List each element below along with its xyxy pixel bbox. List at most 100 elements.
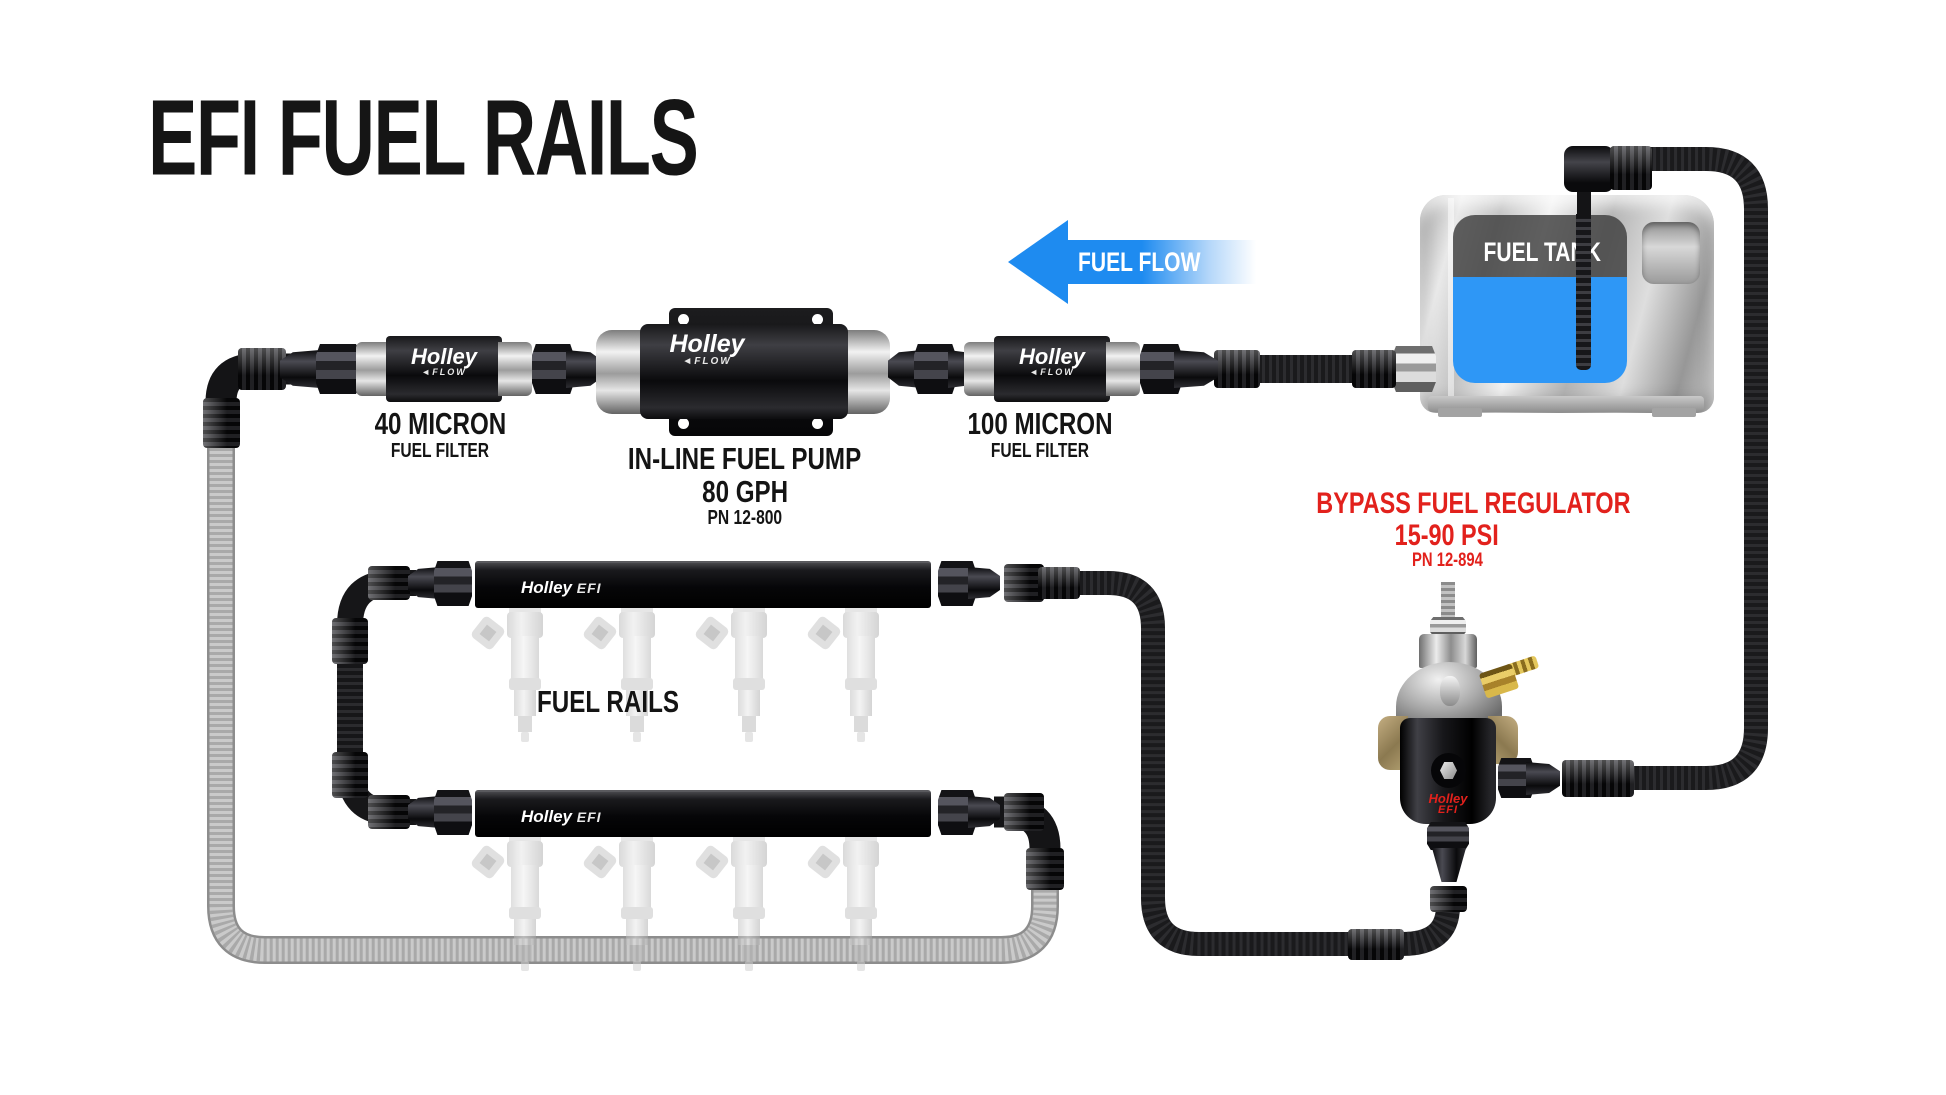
hose-end-fitting [1004, 793, 1044, 831]
fuel-injector [801, 604, 913, 754]
pump-end-cap [596, 330, 648, 414]
fuel-level [1453, 277, 1627, 383]
injector-ring [845, 907, 877, 919]
injector-collar [845, 833, 877, 843]
injector-ring [621, 678, 653, 690]
injector-ring [621, 907, 653, 919]
injector-body [623, 636, 651, 680]
injector-body [619, 612, 655, 638]
injector-ring [509, 907, 541, 919]
hose-end-fitting [1038, 567, 1080, 599]
brand-sub-text: EFI [1437, 804, 1459, 816]
filter100-holley-logo: Holley ◄FLOW [994, 346, 1110, 377]
page-title-text: EFI FUEL RAILS [148, 77, 699, 199]
fuel-injector [689, 833, 801, 983]
injector-lower [738, 919, 760, 945]
hose-end-fitting [1004, 564, 1044, 602]
pump-bracket-hole [678, 418, 689, 429]
regulator-port-plug [1440, 762, 1457, 779]
injector-tip [857, 961, 865, 971]
pump-bracket-hole [678, 314, 689, 325]
regulator-holley-efi-logo: Holley EFI [1400, 792, 1496, 816]
pump-holley-logo: Holley ◄FLOW [652, 332, 762, 367]
injector-nozzle [630, 945, 644, 961]
an-fitting [1174, 350, 1218, 388]
brand-text: Holley [669, 330, 745, 358]
tank-outlet-fitting [1392, 346, 1436, 392]
injector-lower [738, 690, 760, 716]
fuel-tank-foot [1652, 408, 1696, 417]
injector-lower [514, 690, 536, 716]
rail-brand: Holley [521, 807, 573, 826]
injector-body [507, 612, 543, 638]
injector-lower [626, 919, 648, 945]
an-fitting [280, 350, 320, 388]
pump-body [640, 324, 848, 419]
injector-tip [521, 961, 529, 971]
hex-nut [316, 344, 360, 394]
fuel-pickup-tube [1576, 214, 1591, 370]
injector-body [843, 841, 879, 867]
injector-lower [850, 690, 872, 716]
brand-sub-text: ◄FLOW [682, 356, 732, 367]
injector-lower [514, 919, 536, 945]
silver-feed-hose-braid [209, 436, 1057, 962]
fuel-tank-foot [1438, 408, 1482, 417]
pump-bracket-hole [812, 314, 823, 325]
hose-end-fitting [1610, 146, 1652, 190]
injector-body [731, 841, 767, 867]
hose-end-fitting [332, 618, 368, 664]
rail-brand-efi: EFI [576, 580, 602, 596]
fuel-flow-arrow-body: FUEL FLOW [1066, 240, 1256, 284]
injector-nozzle [854, 716, 868, 732]
injector-body [847, 865, 875, 909]
hex-nut [434, 790, 472, 835]
an-fitting [968, 567, 1000, 599]
injector-body [511, 865, 539, 909]
filter40-label: 40 MICRON FUEL FILTER [290, 407, 590, 462]
regulator-dome-button [1440, 676, 1460, 706]
hose-end-fitting [1352, 350, 1396, 388]
injector-nozzle [518, 945, 532, 961]
fuel-flow-arrowhead [1008, 220, 1068, 304]
fuel-flow-label-text: FUEL FLOW [1078, 247, 1201, 277]
fuel-injector [465, 604, 577, 754]
injector-tip [633, 961, 641, 971]
hose-end-fitting [1562, 760, 1634, 797]
hose-end-fitting [1348, 929, 1404, 960]
hex-nut [434, 561, 472, 606]
lower-rail-holley-efi-logo: Holley EFI [521, 807, 602, 827]
tank-elbow-stem [1577, 190, 1591, 218]
filter-end-cap [1106, 342, 1140, 396]
injector-ring [733, 907, 765, 919]
injector-ring [733, 678, 765, 690]
filter100-body [994, 336, 1110, 402]
injector-body [847, 636, 875, 680]
injector-body [735, 636, 763, 680]
filter100-label-line2: FUEL FILTER [990, 439, 1090, 462]
injector-nozzle [518, 716, 532, 732]
filter40-label-line2: FUEL FILTER [390, 439, 490, 462]
injector-ring [845, 678, 877, 690]
brand-text: Holley [410, 344, 478, 369]
injector-tip [857, 732, 865, 742]
hose-end-fitting [332, 752, 368, 798]
injector-lower [626, 690, 648, 716]
injector-tip [633, 732, 641, 742]
injector-collar [621, 833, 653, 843]
rail-to-regulator-braid [1076, 571, 1460, 956]
fuel-injector [465, 833, 577, 983]
fuel-injector [801, 833, 913, 983]
filter-end-cap [498, 342, 532, 396]
fuel-tank-seam [1448, 198, 1454, 408]
injector-body [623, 865, 651, 909]
injector-collar [845, 604, 877, 614]
filter100-label-line1: 100 MICRON [967, 406, 1113, 441]
injector-collar [509, 833, 541, 843]
fuel-tank-label: FUEL TANK [1467, 237, 1618, 268]
fuel-rails-label: FUEL RAILS [478, 685, 738, 719]
injector-collar [509, 604, 541, 614]
injector-tip [745, 732, 753, 742]
injector-collar [621, 604, 653, 614]
